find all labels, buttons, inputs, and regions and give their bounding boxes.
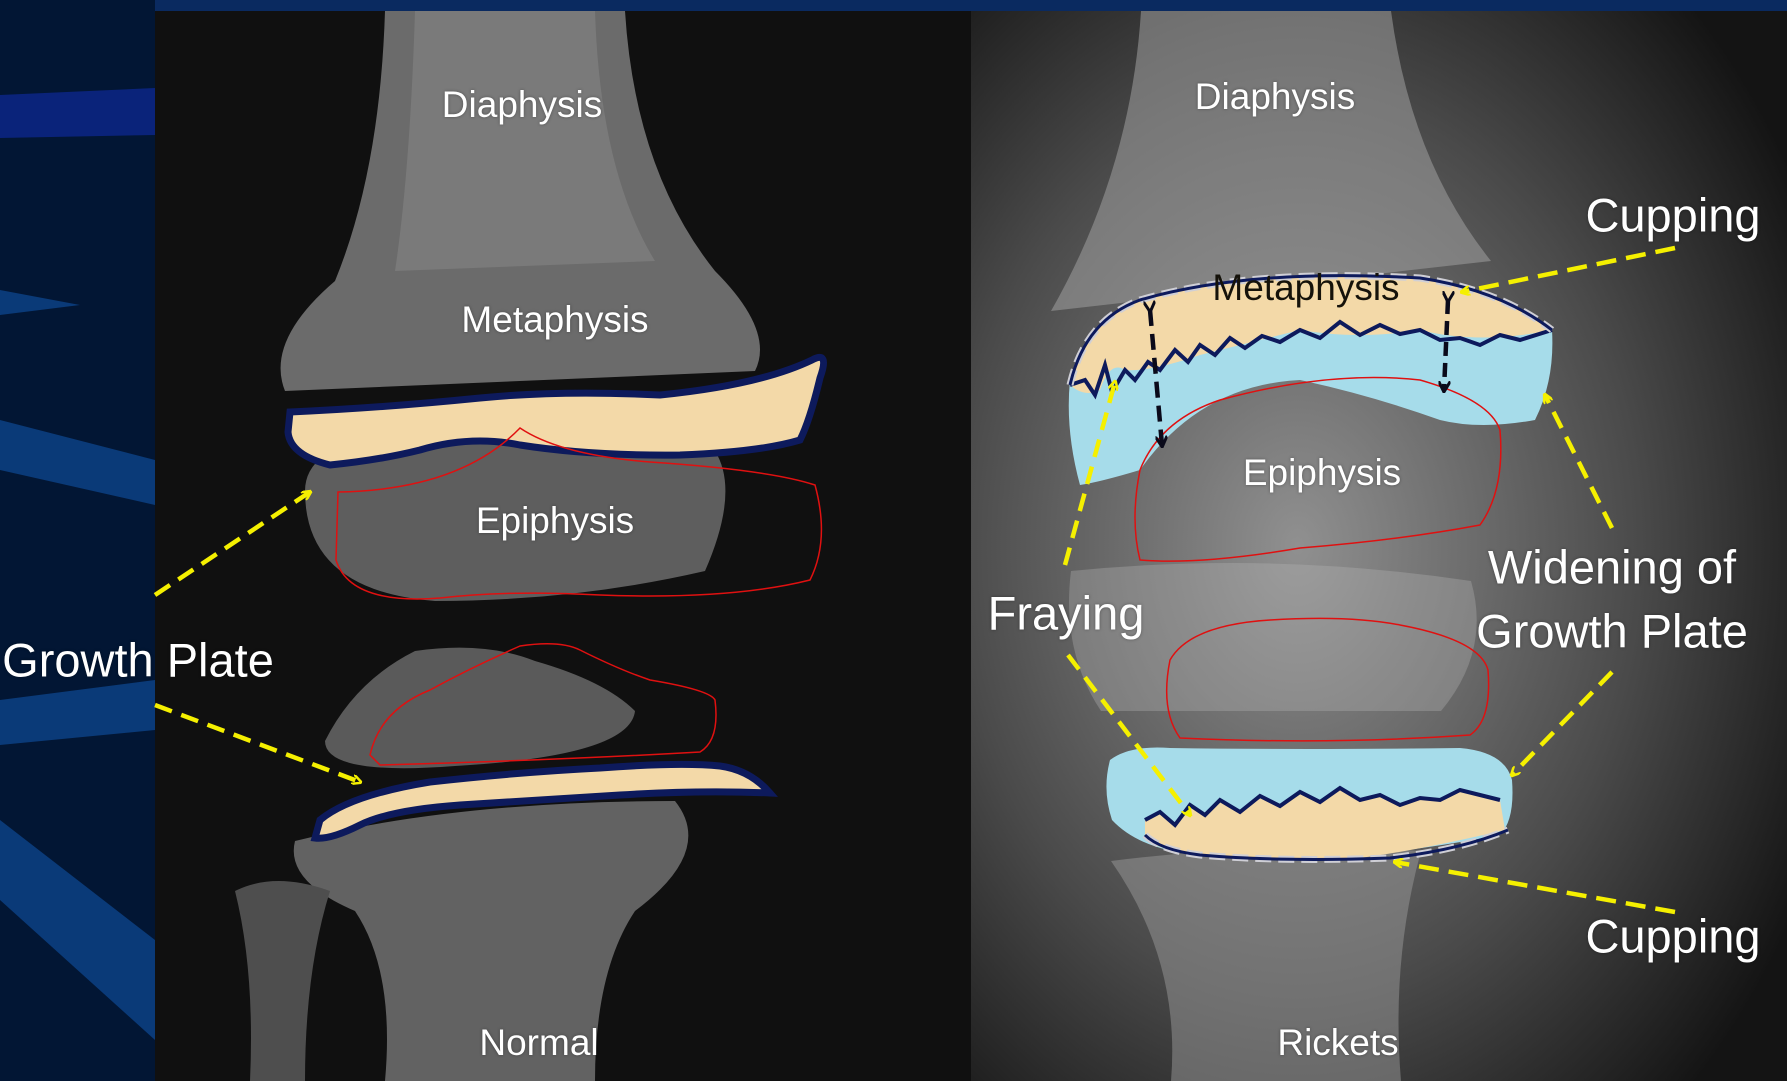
normal-xray-panel [155, 11, 971, 1081]
rickets-epiphysis-label: Epiphysis [1243, 452, 1401, 494]
widening-label-line1: Widening of [1488, 540, 1736, 595]
normal-epiphysis-label: Epiphysis [476, 500, 634, 542]
rickets-diaphysis-label: Diaphysis [1195, 76, 1355, 118]
rickets-caption: Rickets [1277, 1022, 1398, 1064]
fraying-label: Fraying [988, 586, 1145, 641]
background-stripe [0, 88, 155, 138]
normal-xray-image [155, 11, 971, 1081]
cupping-label-bottom: Cupping [1585, 909, 1760, 964]
normal-diaphysis-label: Diaphysis [442, 84, 602, 126]
normal-metaphysis-label: Metaphysis [461, 299, 648, 341]
normal-caption: Normal [479, 1022, 598, 1064]
widening-label-line2: Growth Plate [1476, 604, 1748, 659]
growth-plate-label: Growth Plate [2, 633, 274, 688]
background-stripe [155, 0, 1787, 11]
rickets-metaphysis-label: Metaphysis [1212, 267, 1399, 309]
cupping-label-top: Cupping [1585, 188, 1760, 243]
